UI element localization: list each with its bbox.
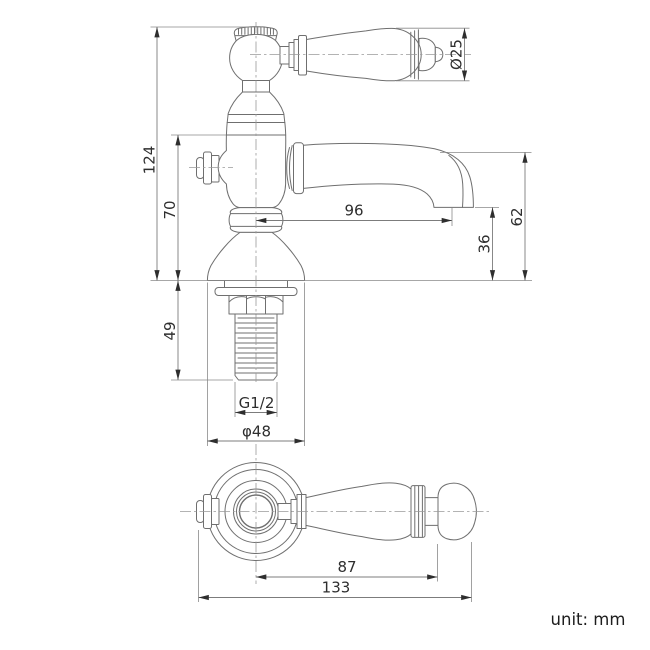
dim-shank-length: 49: [161, 321, 179, 340]
dim-overall-length: 133: [322, 579, 351, 597]
centerlines: [180, 22, 492, 584]
extension-lines: [150, 26, 532, 602]
dim-spout-reach: 96: [344, 202, 363, 220]
side-knob: [196, 151, 220, 185]
dim-spout-outlet-height: 36: [476, 234, 494, 253]
lever-end-tip: [434, 46, 444, 63]
dim-handle-reach: 87: [337, 558, 356, 576]
dim-handle-knob-diameter: Ø25: [448, 39, 466, 70]
dim-overall-height: 124: [141, 146, 159, 175]
valve-body: [217, 122, 287, 209]
unit-note: unit: mm: [551, 610, 626, 629]
spout: [303, 142, 474, 208]
dim-thread-size: G1/2: [239, 394, 275, 412]
dim-base-diameter: φ48: [242, 423, 271, 441]
side-view: [196, 26, 474, 381]
dimensions: 124 70 49 Ø25 96 36 62 G1/2 φ48 87 133: [141, 26, 532, 602]
lever-mount: [279, 35, 307, 76]
dim-spout-top-height: 62: [508, 207, 526, 226]
spout-inner-curve: [448, 154, 464, 208]
dim-body-height: 70: [161, 200, 179, 219]
spout-mount: [286, 142, 304, 195]
